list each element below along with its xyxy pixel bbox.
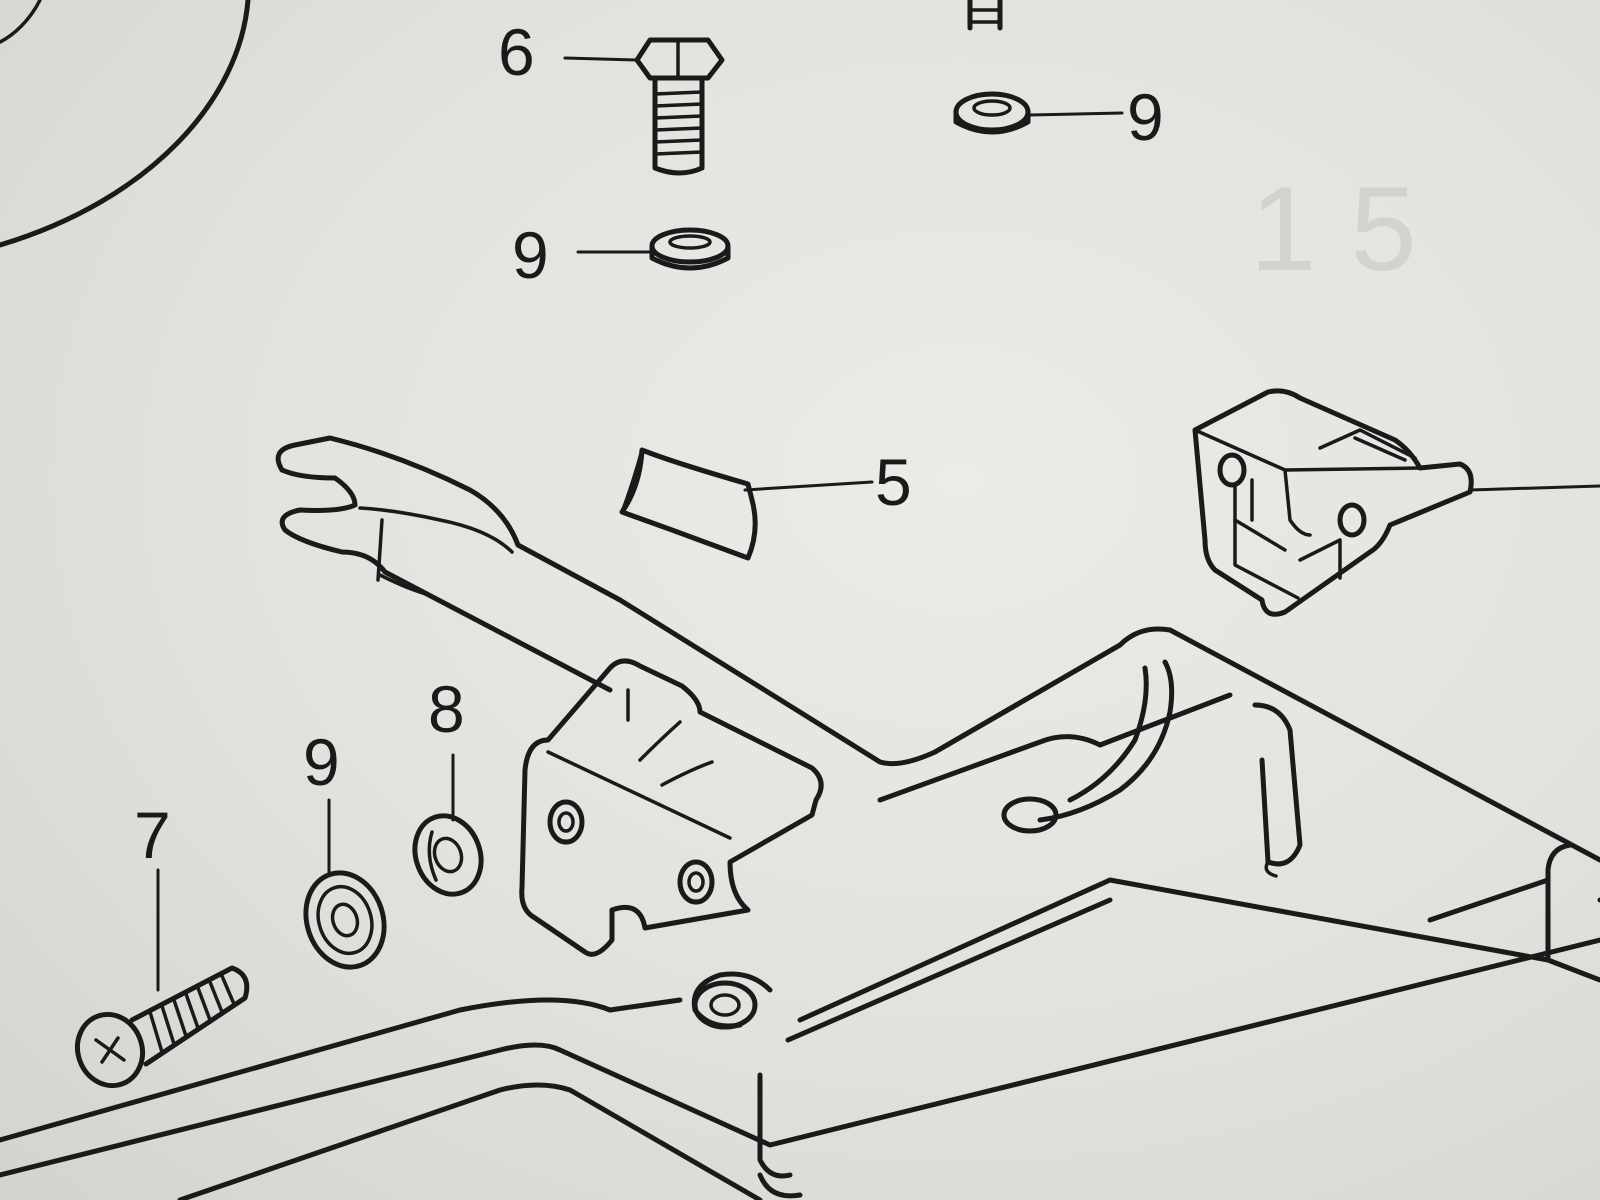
leader-line-6 (563, 56, 639, 62)
washer-part-upper-right (953, 0, 1031, 135)
leader-line-5 (743, 480, 874, 492)
wire-frame (0, 626, 1600, 1200)
callout-9-upper: 9 (1127, 80, 1164, 154)
bracket-plate (519, 658, 824, 957)
callout-5: 5 (875, 445, 912, 519)
callout-8: 8 (428, 672, 465, 746)
round-part-edge (0, 0, 251, 248)
clamp-block-part (1192, 388, 1474, 617)
washer-part-under-bolt (649, 227, 731, 271)
curved-pad-part (619, 447, 758, 561)
spring-washer-part (303, 870, 387, 970)
washer-part-8 (412, 813, 484, 897)
callout-9-lower: 9 (303, 725, 340, 799)
fork-lever-arm (275, 435, 1123, 767)
leader-line-clamp (1468, 484, 1600, 492)
show-through-ghost: 1 5 (1250, 162, 1417, 296)
pan-screw-part (75, 965, 250, 1089)
callout-7: 7 (134, 798, 171, 872)
callout-9-middle: 9 (512, 218, 549, 292)
callout-6: 6 (498, 15, 535, 89)
leader-line-9-upper (1028, 111, 1124, 117)
hex-bolt-part (634, 37, 725, 176)
